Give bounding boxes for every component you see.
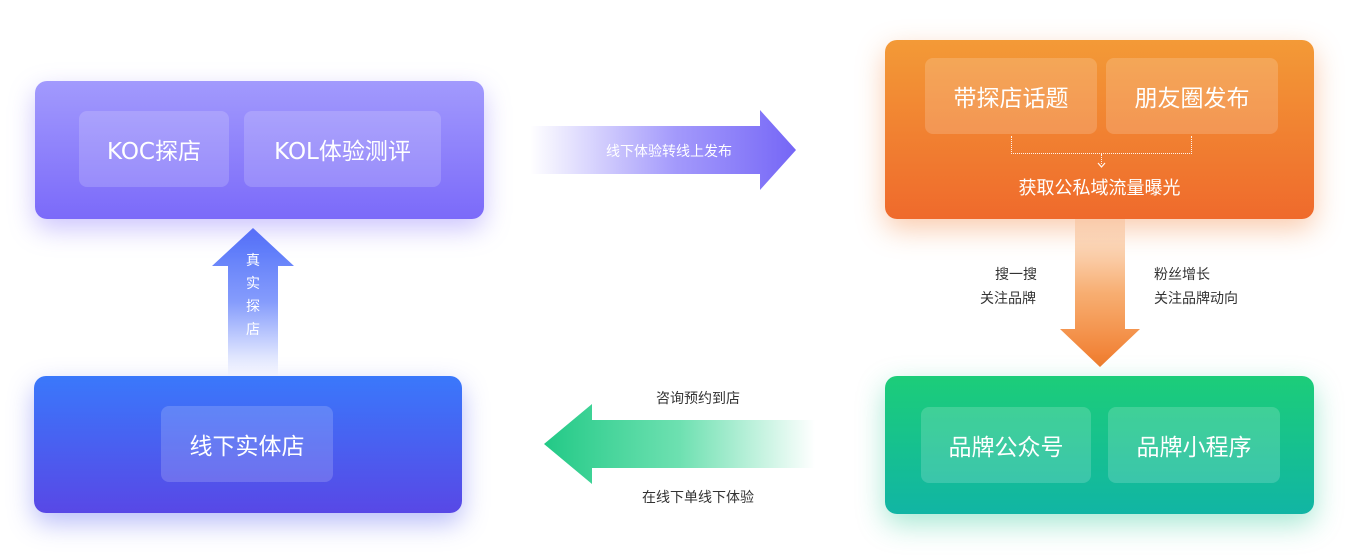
fans-label-line2: 关注品牌动向 bbox=[1154, 291, 1238, 307]
connector-line bbox=[1011, 136, 1192, 154]
arrow-online-publish bbox=[530, 110, 796, 190]
mini-program-chip: 品牌小程序 bbox=[1108, 407, 1280, 483]
koc-kol-card: KOC探店 KOL体验测评 bbox=[35, 81, 484, 219]
private-traffic-card: 带探店话题 朋友圈发布 获取公私域流量曝光 bbox=[885, 40, 1314, 219]
arrow-traffic-down bbox=[1060, 219, 1140, 367]
brand-channels-card: 品牌公众号 品牌小程序 bbox=[885, 376, 1314, 514]
arrow-offline-visit bbox=[544, 404, 815, 484]
consult-booking-label: 咨询预约到店 bbox=[656, 391, 740, 407]
order-online-label: 在线下单线下体验 bbox=[642, 490, 754, 506]
connector-stem bbox=[1101, 154, 1102, 164]
offline-store-chip: 线下实体店 bbox=[161, 406, 333, 482]
real-visit-char: 探 bbox=[246, 299, 260, 315]
exposure-text: 获取公私域流量曝光 bbox=[1018, 178, 1181, 199]
official-account-chip: 品牌公众号 bbox=[921, 407, 1091, 483]
search-label-line1: 搜一搜 bbox=[995, 267, 1037, 283]
connector-arrowhead-icon bbox=[1097, 162, 1106, 168]
real-visit-char: 店 bbox=[246, 322, 260, 338]
real-visit-label: 真 实 探 店 bbox=[240, 250, 266, 342]
topic-post-chip: 带探店话题 bbox=[925, 58, 1097, 134]
kol-review-chip: KOL体验测评 bbox=[244, 111, 441, 187]
moments-post-chip: 朋友圈发布 bbox=[1106, 58, 1278, 134]
offline-store-card: 线下实体店 bbox=[34, 376, 462, 513]
online-publish-label: 线下体验转线上发布 bbox=[606, 144, 732, 160]
fans-label-line1: 粉丝增长 bbox=[1154, 267, 1210, 283]
koc-visit-chip: KOC探店 bbox=[79, 111, 229, 187]
search-label-line2: 关注品牌 bbox=[980, 291, 1036, 307]
real-visit-char: 真 bbox=[246, 253, 260, 269]
arrow-real-visit-up bbox=[212, 228, 294, 376]
real-visit-char: 实 bbox=[246, 276, 260, 292]
